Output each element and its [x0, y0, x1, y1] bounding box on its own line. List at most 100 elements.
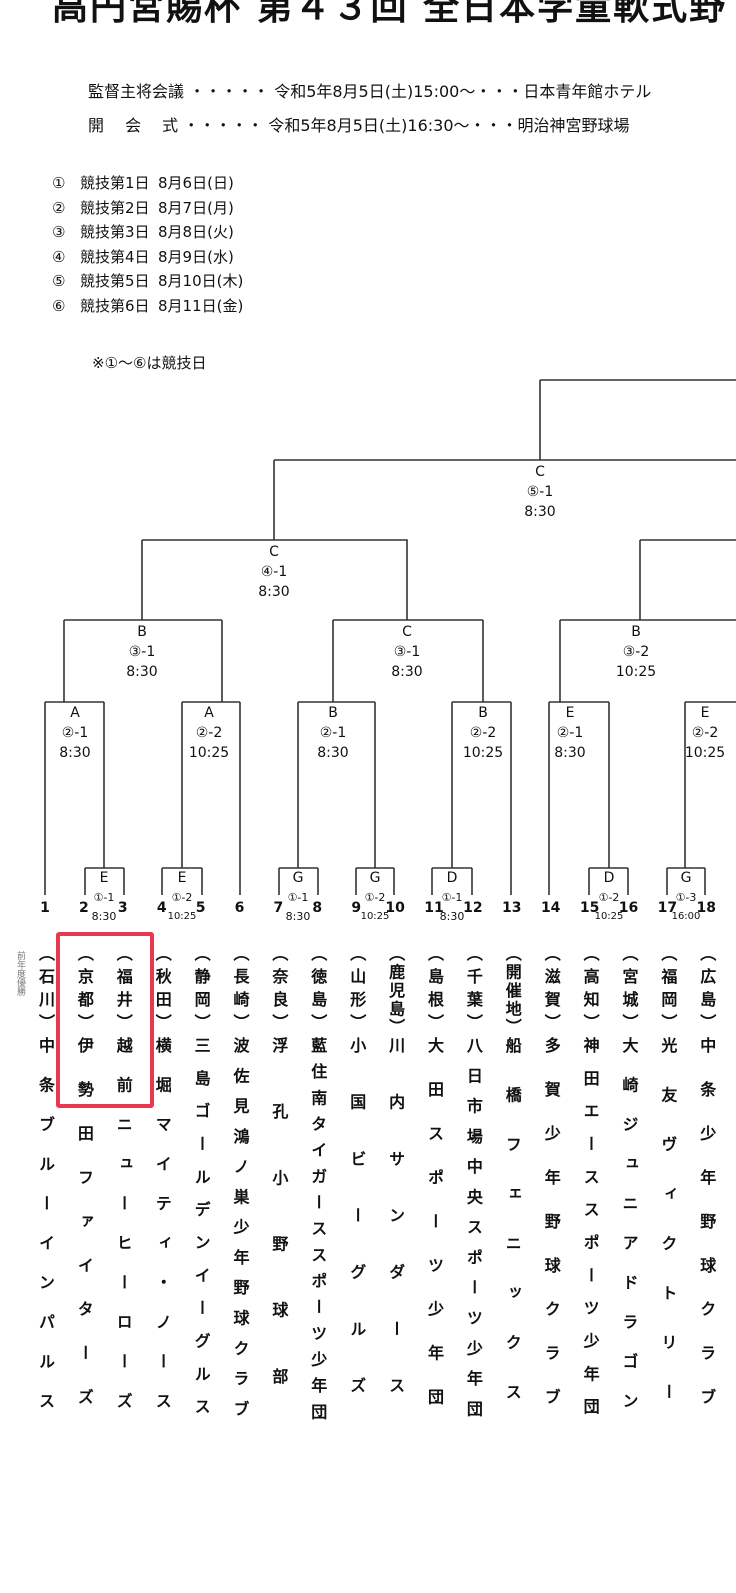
match-court: B [328, 705, 338, 721]
match-court: A [70, 705, 80, 721]
match-time: 8:30 [59, 745, 91, 761]
team-entry: （静岡）三島ゴールデンイーグルス [186, 945, 216, 1431]
page-title: 高円宮賜杯 第４３回 全日本学童軟式野 [52, 0, 728, 28]
match-time: 8:30 [554, 745, 586, 761]
match-court: C [402, 624, 412, 640]
match-code: ②-2 [469, 725, 497, 741]
match-line-e2-1 [548, 701, 610, 895]
match-court: B [631, 624, 641, 640]
team-prefecture: （石川） [36, 945, 55, 1037]
match-time: 10:25 [167, 911, 197, 922]
match-time: 8:30 [285, 910, 311, 923]
schedule-day: 競技第2日 [80, 198, 150, 217]
final-line [539, 379, 736, 460]
match-code: ③-1 [128, 644, 156, 660]
match-code: ①-2 [171, 891, 193, 904]
schedule-n: ④ [52, 247, 66, 266]
team-number: 7 [273, 900, 284, 916]
match-label: B ③-1 8:30 [126, 622, 157, 682]
team-prefecture: （秋田） [152, 945, 172, 1037]
team-number: 3 [117, 900, 128, 916]
team-entry: （高知）神田エーススポーツ少年団 [575, 945, 605, 1431]
team-prefecture: （奈良） [269, 945, 289, 1037]
team-number: 16 [618, 900, 639, 916]
team-number: 4 [156, 900, 167, 916]
match-time: 10:25 [462, 745, 504, 761]
team-prefecture: （福岡） [658, 945, 678, 1037]
team-prefecture: （京都） [74, 945, 94, 1037]
team-name: 伊勢田ファイターズ [74, 1037, 94, 1433]
match-court: A [204, 705, 214, 721]
match-label: B ②-2 10:25 [463, 703, 503, 763]
team-number: 9 [351, 900, 362, 916]
schedule-day: 競技第6日 [80, 296, 150, 315]
team-name: 中条ブルーインパルス [36, 1037, 55, 1432]
schedule-date: 8月8日(火) [158, 223, 234, 241]
team-name: 小国ビーグルズ [347, 1037, 367, 1434]
previous-champion-note: 前年度優勝 [15, 951, 25, 996]
team-name: 大崎ジュニアドラゴン [619, 1037, 639, 1432]
match-code: ①-2 [598, 891, 620, 904]
team-entry: （広島）中条少年野球クラブ [691, 945, 721, 1433]
match-code: ①-3 [675, 891, 697, 904]
team-entry: （福井）越前ニューヒーローズ [108, 945, 138, 1432]
match-code: ②-1 [556, 725, 584, 741]
match-line-e1-1 [84, 867, 125, 895]
team-entry: （京都）伊勢田ファイターズ [69, 945, 99, 1433]
team-prefecture: （開催地） [502, 945, 522, 1037]
match-court: E [700, 705, 710, 721]
info-label: 開 会 式 [88, 116, 179, 135]
schedule-date: 8月9日(水) [158, 247, 234, 266]
match-time: 8:30 [439, 910, 465, 923]
schedule-date: 8月7日(月) [158, 198, 234, 217]
match-code: ③-1 [393, 644, 421, 660]
team-prefecture: （長崎） [230, 945, 250, 1037]
match-time: 8:30 [391, 664, 423, 680]
match-line-b2-2 [451, 701, 512, 895]
team-name: 中条少年野球クラブ [697, 1037, 717, 1433]
team-prefecture: （高知） [580, 945, 600, 1037]
match-court: B [137, 624, 147, 640]
team-name: 藍住南タイガーススポーツ少年団 [308, 1037, 328, 1430]
match-line-g1-2 [355, 867, 395, 895]
schedule-date: 8月11日(金) [158, 296, 244, 315]
match-line-b3-2 [559, 619, 736, 702]
team-entry: （千葉）八日市場中央スポーツ少年団 [458, 945, 488, 1431]
schedule-n: ⑤ [52, 272, 66, 290]
team-prefecture: （千葉） [463, 945, 483, 1037]
match-time: 8:30 [524, 504, 556, 520]
team-entry: （鹿児島）川内サンダース [380, 945, 410, 1434]
match-time: 10:25 [684, 745, 726, 761]
schedule-note: ※①〜⑥は競技日 [92, 354, 207, 372]
team-number: 11 [424, 900, 444, 916]
team-number: 6 [234, 900, 245, 916]
team-entry: （山形）小国ビーグルズ [341, 945, 371, 1434]
schedule-n: ③ [52, 223, 66, 241]
match-court: G [292, 870, 304, 886]
match-court: B [478, 705, 488, 721]
team-number: 12 [463, 900, 483, 916]
team-name: 多賀少年野球クラブ [541, 1037, 561, 1433]
match-code: ①-1 [93, 891, 115, 904]
team-prefecture: （福井） [113, 945, 133, 1037]
match-time: 8:30 [317, 745, 349, 761]
team-entry: （長崎）波佐見鴻ノ巣少年野球クラブ [225, 945, 255, 1431]
team-entry: （島根）大田スポーツ少年団 [419, 945, 449, 1433]
match-time: 8:30 [126, 664, 158, 680]
team-name: 八日市場中央スポーツ少年団 [463, 1037, 483, 1431]
team-number: 14 [540, 900, 561, 916]
team-name: 神田エーススポーツ少年団 [580, 1037, 600, 1431]
team-name: 船橋フェニックス [502, 1037, 522, 1433]
team-prefecture: （静岡） [191, 945, 211, 1037]
match-court: E [177, 870, 187, 886]
match-court: G [680, 870, 692, 886]
